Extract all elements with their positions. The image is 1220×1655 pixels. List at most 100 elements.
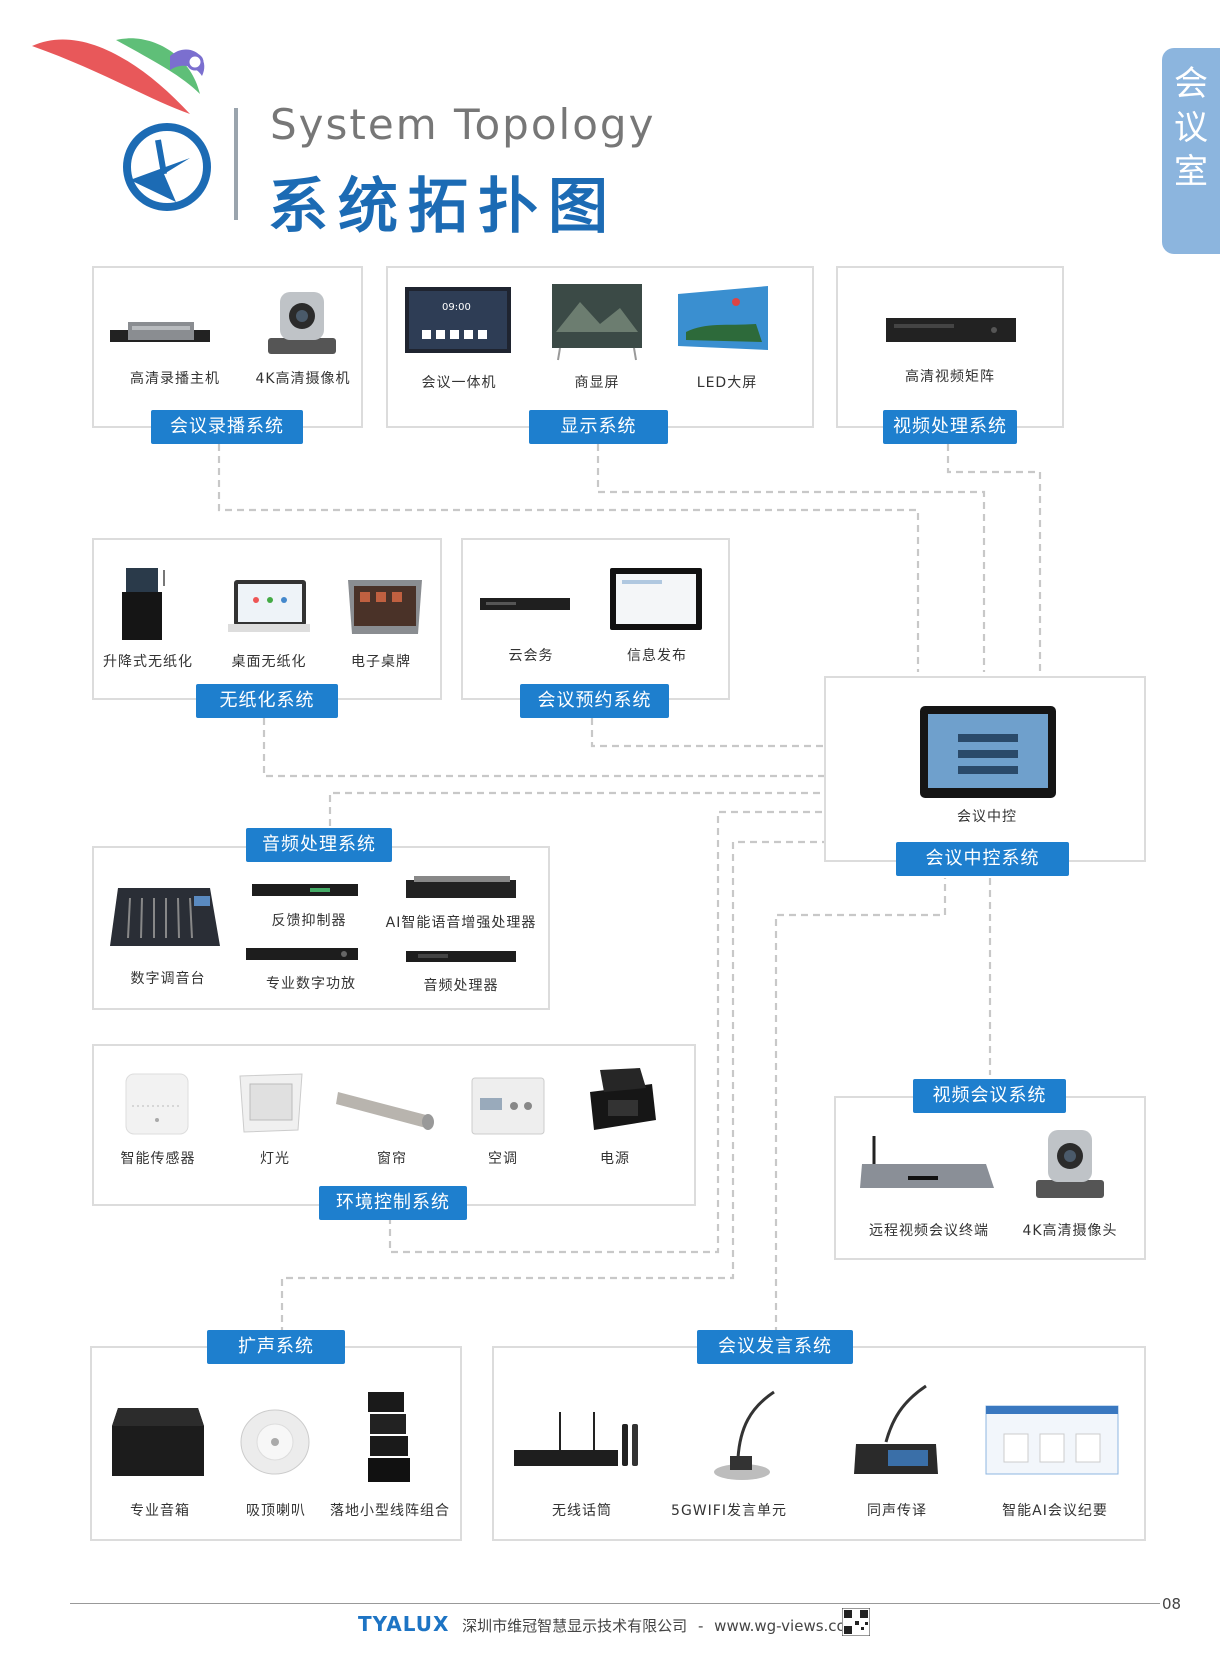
display-system-tag: 显示系统: [529, 410, 668, 444]
page-number: 08: [1162, 1595, 1182, 1613]
smart-sensor-label: 智能传感器: [120, 1151, 196, 1167]
recording-host-label: 高清录播主机: [130, 371, 220, 387]
pro-speaker-device: [112, 1408, 204, 1476]
ai-voice-processor-label: AI智能语音增强处理器: [385, 915, 537, 931]
website-link[interactable]: www.wg-views.com: [714, 1617, 861, 1635]
audio-processor-label: 音频处理器: [423, 978, 499, 994]
pa-system-tag: 扩声系统: [207, 1330, 345, 1364]
ceiling-speaker-label: 吸顶喇叭: [246, 1503, 306, 1519]
lift-paperless-device: [122, 568, 165, 640]
electronic-nameplate-device: [348, 580, 422, 634]
conference-panel-device: 09:00: [405, 287, 511, 353]
booking-system-tag: 会议预约系统: [520, 684, 669, 718]
video-matrix-label: 高清视频矩阵: [905, 369, 995, 385]
info-publish-label: 信息发布: [627, 648, 687, 664]
power-label: 电源: [600, 1151, 630, 1167]
videoconf-terminal-label: 远程视频会议终端: [869, 1223, 989, 1239]
footer-separator: -: [697, 1617, 704, 1635]
central-control-tag: 会议中控系统: [896, 842, 1069, 876]
connector-display: [596, 444, 986, 672]
connector-speech: [774, 878, 947, 1346]
company-name: 深圳市维冠智慧显示技术有限公司: [462, 1617, 688, 1635]
recording-host-device: [110, 322, 210, 342]
power-socket-device: [590, 1068, 656, 1130]
line-array-label: 落地小型线阵组合: [330, 1503, 450, 1519]
ai-minutes-label: 智能AI会议纪要: [1002, 1503, 1108, 1519]
desktop-paperless-device: [228, 580, 310, 632]
footer-rule: [70, 1603, 1160, 1604]
audio-system-tag: 音频处理系统: [246, 828, 392, 862]
video-processing-tag: 视频处理系统: [883, 410, 1017, 444]
panel-clock: 09:00: [442, 302, 471, 313]
curtain-motor-device: [336, 1092, 434, 1130]
interpretation-label: 同声传译: [867, 1503, 927, 1519]
air-conditioner-label: 空调: [488, 1151, 518, 1167]
desktop-paperless-label: 桌面无纸化: [231, 654, 307, 670]
videoconf-system-tag: 视频会议系统: [913, 1079, 1066, 1113]
environment-system-tag: 环境控制系统: [319, 1186, 467, 1220]
nameplate-label: 电子桌牌: [351, 654, 411, 670]
feedback-suppressor-device: [252, 884, 358, 896]
wireless-mic-device: [514, 1412, 638, 1466]
qr-code-icon: [842, 1608, 870, 1636]
ai-minutes-screen-device: [985, 1405, 1119, 1475]
page-title-zh: 系统拓扑图: [268, 172, 618, 242]
section-side-tab: 会 议 室: [1162, 48, 1220, 254]
interpretation-unit-device: [854, 1384, 938, 1474]
central-control-label: 会议中控: [957, 809, 1017, 825]
pro-speaker-label: 专业音箱: [130, 1503, 190, 1519]
connector-pa: [280, 840, 824, 1346]
led-wall-label: LED大屏: [696, 375, 758, 391]
videoconf-terminal-device: [860, 1136, 994, 1188]
paperless-system-tag: 无纸化系统: [196, 684, 338, 718]
connector-recording: [217, 444, 920, 672]
side-tab-char: 议: [1174, 108, 1208, 148]
info-display-device: [610, 568, 702, 630]
recording-system-tag: 会议录播系统: [151, 410, 303, 444]
company-logo: [32, 38, 211, 211]
central-control-panel-device: [920, 706, 1056, 798]
connector-paperless: [262, 718, 824, 778]
ai-voice-processor-device: [406, 876, 516, 898]
audio-processor-device: [406, 951, 516, 962]
ptz-camera-device: [268, 292, 336, 354]
connector-audio: [328, 791, 824, 826]
smart-sensor-device: [125, 1073, 189, 1135]
connector-booking: [590, 718, 824, 748]
video-processing-box: [836, 266, 1064, 428]
camera-hd-label: 4K高清摄像头: [1022, 1223, 1118, 1239]
side-tab-char: 会: [1174, 64, 1208, 104]
wireless-mic-label: 无线话筒: [552, 1503, 612, 1519]
power-amplifier-label: 专业数字功放: [266, 976, 356, 992]
commercial-display-device: [552, 284, 642, 361]
lighting-panel-device: [239, 1073, 303, 1133]
video-matrix-device: [886, 318, 1016, 342]
speech-system-tag: 会议发言系统: [697, 1330, 853, 1364]
footer-text: TYALUX 深圳市维冠智慧显示技术有限公司 - www.wg-views.co…: [358, 1612, 860, 1636]
wifi-speech-unit-label: 5GWIFI发言单元: [671, 1503, 787, 1519]
digital-mixer-label: 数字调音台: [130, 971, 206, 987]
lighting-label: 灯光: [260, 1151, 290, 1167]
feedback-suppressor-label: 反馈抑制器: [271, 913, 347, 929]
page-title-en: System Topology: [270, 100, 656, 149]
videoconf-camera-device: [1036, 1130, 1104, 1198]
curtain-label: 窗帘: [377, 1151, 407, 1167]
cloud-server-device: [480, 598, 570, 610]
wifi-speech-unit-device: [714, 1390, 775, 1480]
title-divider: [234, 108, 238, 220]
connector-environment: [388, 810, 824, 1254]
digital-mixer-device: [110, 888, 220, 946]
ac-controller-device: [471, 1077, 545, 1135]
side-tab-char: 室: [1174, 152, 1208, 192]
conference-panel-label: 会议一体机: [421, 375, 497, 391]
connector-video-processing: [946, 444, 1042, 672]
led-wall-device: [678, 286, 768, 350]
lift-paperless-label: 升降式无纸化: [103, 654, 193, 670]
line-array-device: [368, 1392, 410, 1482]
power-amplifier-device: [246, 948, 358, 960]
cloud-service-label: 云会务: [508, 648, 554, 664]
camera-4k-label: 4K高清摄像机: [255, 371, 351, 387]
commercial-display-label: 商显屏: [574, 375, 620, 391]
ceiling-speaker-device: [240, 1409, 310, 1475]
